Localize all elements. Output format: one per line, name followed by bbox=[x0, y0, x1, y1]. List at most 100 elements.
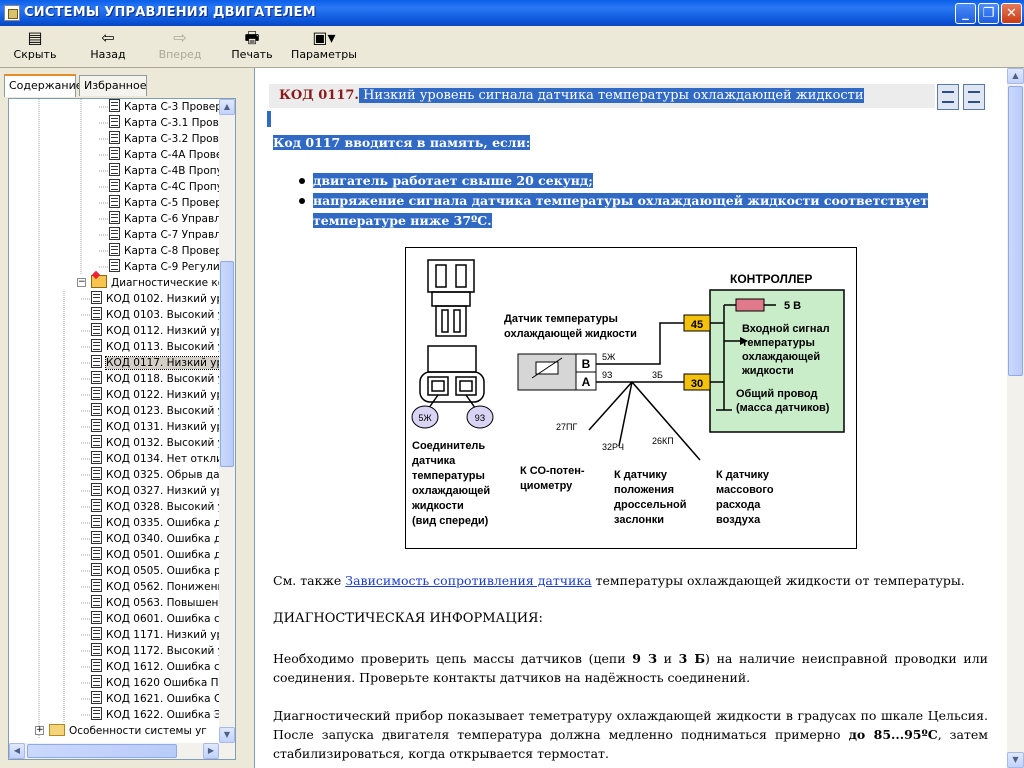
tree-topic[interactable]: КОД 0103. Высокий ур bbox=[91, 307, 231, 323]
tree-topic[interactable]: Карта С-3 Провер bbox=[109, 99, 222, 115]
tree-vertical-scrollbar[interactable]: ▲ ▼ bbox=[219, 99, 235, 743]
maximize-button[interactable]: ❐ bbox=[978, 3, 999, 24]
pullup-resistor bbox=[735, 298, 765, 312]
tree-topic[interactable]: КОД 0562. Пониженно bbox=[91, 579, 231, 595]
forward-button[interactable]: ⇨ Вперед bbox=[156, 28, 204, 66]
document-icon bbox=[91, 419, 102, 432]
wiring-diagram-svg: 5Ж 9З Соединитель датчика температуры ох… bbox=[411, 259, 845, 527]
tree-topic[interactable]: Карта С-9 Регулир bbox=[109, 259, 226, 275]
tree-item-label: Карта С-9 Регулир bbox=[124, 261, 227, 273]
close-button[interactable]: ✕ bbox=[1001, 3, 1022, 24]
collapse-icon[interactable]: − bbox=[77, 277, 86, 287]
tree-topic[interactable]: Карта С-4В Пропу bbox=[109, 163, 223, 179]
document-icon bbox=[91, 707, 102, 720]
tree-topic[interactable]: КОД 0112. Низкий уро bbox=[91, 323, 230, 339]
content-scroll-thumb[interactable] bbox=[1008, 86, 1023, 376]
title-bar[interactable]: СИСТЕМЫ УПРАВЛЕНИЯ ДВИГАТЕЛЕМ _ ❐ ✕ bbox=[0, 0, 1024, 26]
tree-topic[interactable]: КОД 0123. Высокий ур bbox=[91, 403, 231, 419]
tree-topic[interactable]: КОД 0118. Высокий ур bbox=[91, 371, 231, 387]
sensor-pin-b-label: В bbox=[582, 357, 591, 371]
tree-topic[interactable]: Карта С-4А Прове bbox=[109, 147, 222, 163]
tree-topic[interactable]: КОД 1621. Ошибка ОЗ bbox=[91, 691, 229, 707]
content-vertical-scrollbar[interactable]: ▲ ▼ bbox=[1007, 68, 1024, 768]
tree-hscroll-thumb[interactable] bbox=[27, 744, 177, 758]
help-app-icon[interactable] bbox=[4, 5, 20, 21]
voltage-label: 5 В bbox=[784, 300, 801, 312]
thermistor-arrow bbox=[531, 357, 563, 379]
scroll-up-icon[interactable]: ▲ bbox=[219, 99, 235, 115]
document-icon bbox=[91, 611, 102, 624]
tree-topic[interactable]: Карта С-4С Пропу bbox=[109, 179, 223, 195]
expand-icon[interactable]: + bbox=[35, 725, 44, 735]
tree-book[interactable]: Диагностические коды кс bbox=[91, 275, 235, 291]
document-icon bbox=[109, 131, 120, 144]
tree-topic[interactable]: КОД 1620 Ошибка ППЗ bbox=[91, 675, 233, 691]
tree-item-label: КОД 0117. Низкий уро bbox=[105, 356, 231, 370]
tree-topic[interactable]: КОД 1612. Ошибка сб bbox=[91, 659, 226, 675]
tree-item-label: Карта С-7 Управл bbox=[124, 229, 221, 241]
tree-topic[interactable]: Карта С-5 Провер bbox=[109, 195, 222, 211]
tree-item-label: КОД 1622. Ошибка ЭГ bbox=[106, 709, 228, 721]
tree-book[interactable]: Особенности системы уг bbox=[49, 723, 207, 739]
tree-topic[interactable]: КОД 0113. Высокий ур bbox=[91, 339, 231, 355]
page-icon[interactable] bbox=[937, 84, 959, 110]
list-icon[interactable] bbox=[963, 84, 985, 110]
tree-topic[interactable]: КОД 0563. Повышенн bbox=[91, 595, 225, 611]
scroll-down-icon[interactable]: ▼ bbox=[219, 727, 235, 743]
tree-topic[interactable]: КОД 0132. Высокий ур bbox=[91, 435, 231, 451]
topic-code: КОД 0117. bbox=[279, 88, 359, 103]
options-button[interactable]: ▣▾ Параметры bbox=[288, 28, 360, 66]
tree-topic[interactable]: КОД 0328. Высокий ур bbox=[91, 499, 231, 515]
tree-topic[interactable]: КОД 0335. Ошибка да bbox=[91, 515, 228, 531]
tree-topic[interactable]: Карта С-8 Провер bbox=[109, 243, 222, 259]
tree-topic[interactable]: КОД 1171. Низкий уро bbox=[91, 627, 230, 643]
svg-text:К датчику: К датчику bbox=[614, 469, 668, 481]
topic-content: КОД 0117. Низкий уровень сигнала датчика… bbox=[254, 68, 1024, 768]
tree-topic[interactable]: КОД 0122. Низкий уро bbox=[91, 387, 230, 403]
svg-text:жидкости: жидкости bbox=[741, 365, 794, 377]
document-icon bbox=[91, 531, 102, 544]
document-icon bbox=[91, 659, 102, 672]
tree-topic[interactable]: Карта С-6 Управл bbox=[109, 211, 221, 227]
tree-horizontal-scrollbar[interactable]: ◀ ▶ bbox=[9, 743, 235, 759]
tab-favorites[interactable]: Избранное bbox=[79, 75, 147, 96]
tree-topic[interactable]: КОД 0102. Низкий уро bbox=[91, 291, 230, 307]
tree-item-label: КОД 0103. Высокий ур bbox=[106, 309, 231, 321]
tab-contents[interactable]: Содержание bbox=[4, 74, 83, 97]
arrow-right-icon: ⇨ bbox=[173, 28, 187, 47]
tree-topic[interactable]: КОД 0117. Низкий уро bbox=[91, 355, 231, 371]
tree-topic[interactable]: КОД 1172. Высокий ур bbox=[91, 643, 231, 659]
arrow-left-icon: ⇦ bbox=[101, 28, 115, 47]
controller-box bbox=[709, 289, 845, 433]
sensor-resistance-link[interactable]: Зависимость сопротивления датчика bbox=[345, 573, 592, 588]
hide-button[interactable]: ▤ Скрыть bbox=[13, 28, 57, 61]
back-button[interactable]: ⇦ Назад bbox=[86, 28, 130, 66]
tree-topic[interactable]: КОД 0131. Низкий уро bbox=[91, 419, 230, 435]
tree-topic[interactable]: КОД 1622. Ошибка ЭГ bbox=[91, 707, 228, 723]
tree-topic[interactable]: КОД 0134. Нет отклик bbox=[91, 451, 229, 467]
tree-topic[interactable]: КОД 0325. Обрыв дат bbox=[91, 467, 226, 483]
print-button[interactable]: 🖶 Печать bbox=[228, 28, 276, 66]
wire-9z-label: 9З bbox=[602, 370, 612, 380]
tree-item-label: КОД 0123. Высокий ур bbox=[106, 405, 231, 417]
tree-topic[interactable]: КОД 0501. Ошибка да bbox=[91, 547, 228, 563]
tree-topic[interactable]: Карта С-3.2 Прове bbox=[109, 131, 225, 147]
tree-item-label: КОД 0505. Ошибка ре bbox=[106, 565, 228, 577]
tree-topic[interactable]: Карта С-3.1 Прове bbox=[109, 115, 225, 131]
document-icon bbox=[91, 339, 102, 352]
tree-scroll-thumb[interactable] bbox=[220, 261, 234, 467]
minimize-button[interactable]: _ bbox=[955, 3, 976, 24]
scroll-left-icon[interactable]: ◀ bbox=[9, 743, 25, 759]
scroll-up-icon[interactable]: ▲ bbox=[1007, 68, 1024, 84]
tree-topic[interactable]: КОД 0601. Ошибка св bbox=[91, 611, 226, 627]
scroll-right-icon[interactable]: ▶ bbox=[203, 743, 219, 759]
tree-topic[interactable]: Карта С-7 Управл bbox=[109, 227, 221, 243]
scroll-down-icon[interactable]: ▼ bbox=[1007, 752, 1024, 768]
connector-pin-9z bbox=[466, 405, 494, 429]
tree-topic[interactable]: КОД 0340. Ошибка да bbox=[91, 531, 228, 547]
tree-topic[interactable]: КОД 0327. Низкий уро bbox=[91, 483, 230, 499]
pane-splitter[interactable] bbox=[246, 68, 254, 768]
tree-topic[interactable]: КОД 0505. Ошибка ре bbox=[91, 563, 227, 579]
